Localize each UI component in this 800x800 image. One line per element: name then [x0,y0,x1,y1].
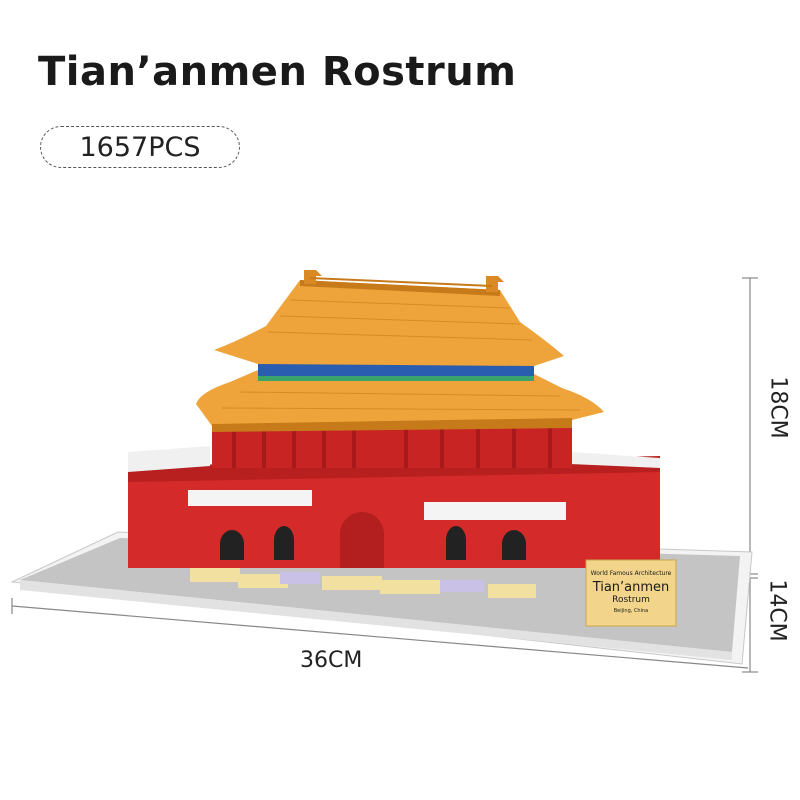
plaque-line-3: Rostrum [612,595,650,605]
bridges [190,568,536,598]
red-wall [128,462,660,568]
ridge-ornament-right [486,276,504,292]
gate-arches [220,526,526,560]
slogan-board-left [188,490,312,506]
product-title: Tian’anmen Rostrum [38,49,517,95]
plaque-board [585,559,677,627]
piece-count-badge: 1657PCS [40,126,240,168]
ridge-ornament-left [304,270,322,284]
painted-frieze [258,364,534,378]
name-plaque: World Famous Architecture Tian’anmen Ros… [586,562,676,626]
depth-dimension: 14CM [764,579,790,642]
dimension-lines [11,277,758,673]
plaque-line-4: Beijing, China [613,608,649,614]
width-dimension: 36CM [300,648,363,673]
slogan-board-right [424,502,566,520]
center-door [340,512,384,568]
upper-roof [214,280,564,366]
lower-roof [196,370,604,426]
plaque-line-1: World Famous Architecture [590,570,672,577]
height-dimension: 18CM [765,376,791,439]
plaque-line-2: Tian’anmen [592,580,670,595]
